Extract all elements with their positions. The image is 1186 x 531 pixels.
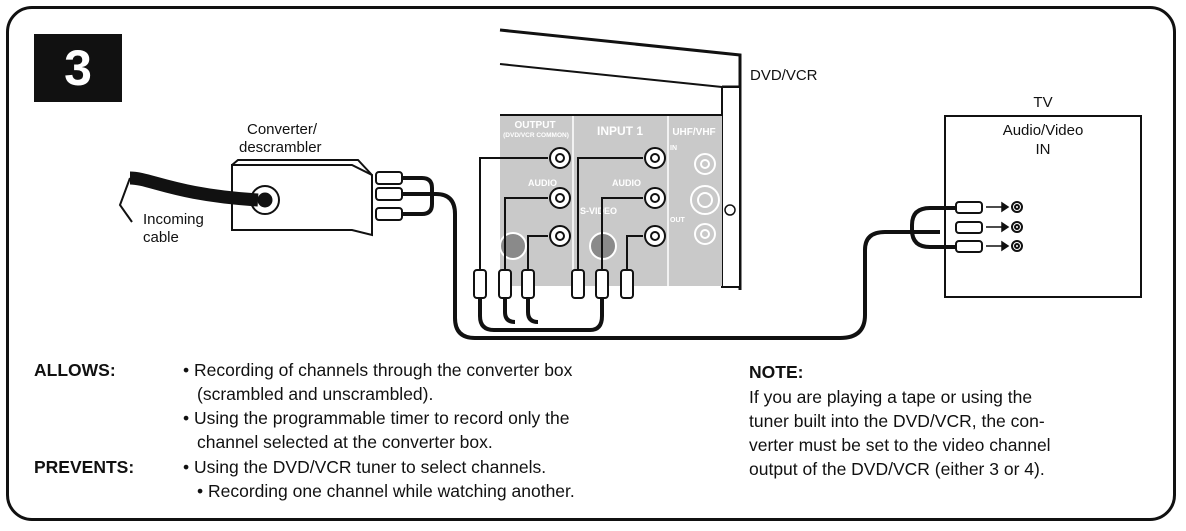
step-number-badge: 3 xyxy=(34,34,122,102)
incoming-cable xyxy=(129,171,259,207)
tv-input-label-line2: IN xyxy=(1035,141,1051,158)
prevents-heading: PREVENTS: xyxy=(34,457,135,477)
panel-svideo-label: S-VIDEO xyxy=(580,206,617,216)
tv-label: TV xyxy=(1033,94,1053,111)
converter-label-line1: Converter/ xyxy=(247,121,318,138)
note-line: verter must be set to the video channel xyxy=(749,435,1051,455)
rf-jacks xyxy=(690,153,720,245)
incoming-cable-label-line1: Incoming xyxy=(143,211,204,228)
panel-jack-in-label: IN xyxy=(670,145,677,152)
allows-line: • Recording of channels through the conv… xyxy=(183,360,573,380)
allows-heading: ALLOWS: xyxy=(34,360,116,380)
converter-label-line2: descrambler xyxy=(239,139,322,156)
converter-cables xyxy=(402,176,940,340)
note-line: output of the DVD/VCR (either 3 or 4). xyxy=(749,459,1045,479)
note-heading: NOTE: xyxy=(749,362,804,382)
allows-line: channel selected at the converter box. xyxy=(197,432,493,452)
panel-audio-in-label: AUDIO xyxy=(612,178,641,188)
tv-plugs xyxy=(955,201,983,253)
prevents-line: • Using the DVD/VCR tuner to select chan… xyxy=(183,457,547,477)
tv-cables xyxy=(910,206,956,249)
note-line: If you are playing a tape or using the xyxy=(749,387,1033,407)
tv-jacks xyxy=(1011,201,1023,252)
tv-arrows xyxy=(986,201,1010,252)
cable-loops xyxy=(478,298,604,332)
panel-jack-out-label: OUT xyxy=(670,217,686,224)
panel-uhfvhf-label: UHF/VHF xyxy=(672,127,715,138)
tv-input-label-line1: Audio/Video xyxy=(1002,122,1084,139)
output-jacks xyxy=(549,147,571,247)
rear-panel: OUTPUT (DVD/VCR COMMON) INPUT 1 UHF/VHF … xyxy=(499,116,736,286)
allows-line: (scrambled and unscrambled). xyxy=(197,384,434,404)
incoming-cable-label-line2: cable xyxy=(143,229,179,246)
diagram-frame xyxy=(6,6,1176,521)
panel-audio-out-label: AUDIO xyxy=(528,178,557,188)
converter-plugs xyxy=(375,171,403,221)
note-line: tuner built into the DVD/VCR, the con- xyxy=(749,411,1045,431)
input1-jacks xyxy=(644,147,666,247)
dvdvcr-label: DVD/VCR xyxy=(750,67,818,84)
prevents-line: • Recording one channel while watching a… xyxy=(197,481,575,501)
rca-cables xyxy=(479,157,643,270)
panel-output-label: OUTPUT xyxy=(514,120,555,131)
converter-box xyxy=(231,159,373,237)
panel-input1-label: INPUT 1 xyxy=(597,124,643,138)
allows-line: • Using the programmable timer to record… xyxy=(183,408,570,428)
dvdvcr-unit xyxy=(499,28,742,290)
panel-screw xyxy=(724,204,736,216)
panel-output-sub-label: (DVD/VCR COMMON) xyxy=(503,132,569,139)
